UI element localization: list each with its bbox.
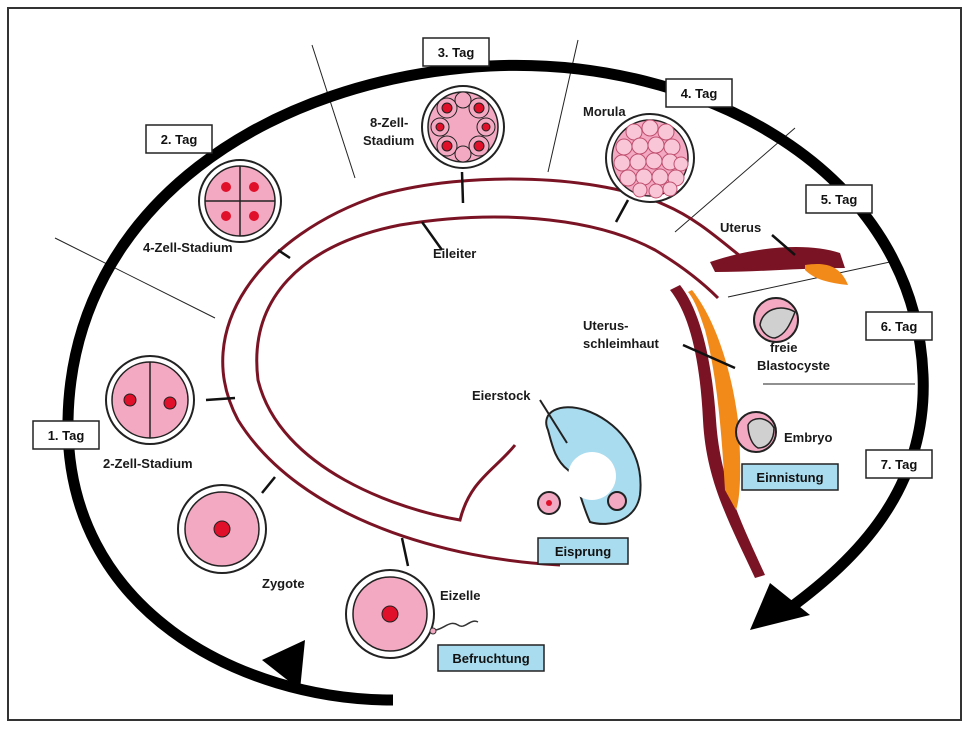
day-1-box: 1. Tag (33, 421, 99, 449)
day-2-box: 2. Tag (146, 125, 212, 153)
schleimhaut-label-line2: schleimhaut (583, 336, 660, 351)
ovary-follicle (608, 492, 626, 510)
eisprung-label: Eisprung (555, 544, 611, 559)
day-3-box: 3. Tag (423, 38, 489, 66)
day-2-label: 2. Tag (161, 132, 198, 147)
blastocyst-label-line1: freie (770, 340, 797, 355)
eight-cell-stage-label-line2: Stadium (363, 133, 414, 148)
two-cell-stage (106, 356, 194, 444)
sperm-tail (436, 621, 478, 630)
tube-inner-wall (257, 217, 718, 520)
day-1-label: 1. Tag (48, 428, 85, 443)
einnistung-box: Einnistung (742, 464, 838, 490)
day-4-box: 4. Tag (666, 79, 732, 107)
eight-cell-stage-label-line1: 8-Zell- (370, 115, 408, 130)
day-6-label: 6. Tag (881, 319, 918, 334)
zygote-label: Zygote (262, 576, 305, 591)
free-blastocyst (754, 298, 798, 342)
eierstock-label: Eierstock (472, 388, 531, 403)
befruchtung-box: Befruchtung (438, 645, 544, 671)
befruchtung-label: Befruchtung (452, 651, 529, 666)
morula-cell (606, 114, 694, 202)
four-cell-stage (199, 160, 281, 242)
four-cell-stage-label: 4-Zell-Stadium (143, 240, 233, 255)
day-5-box: 5. Tag (806, 185, 872, 213)
day-7-label: 7. Tag (881, 457, 918, 472)
day-6-box: 6. Tag (866, 312, 932, 340)
tube-outer-wall (223, 179, 748, 565)
einnistung-label: Einnistung (756, 470, 823, 485)
embryo-cell (736, 412, 776, 452)
day-3-label: 3. Tag (438, 45, 475, 60)
eileiter-label: Eileiter (433, 246, 476, 261)
ovary-follicle-cavity (568, 452, 616, 500)
day-7-box: 7. Tag (866, 450, 932, 478)
zygote-cell (178, 485, 266, 573)
eisprung-box: Eisprung (538, 538, 628, 564)
two-cell-stage-label: 2-Zell-Stadium (103, 456, 193, 471)
eight-cell-stage (422, 86, 504, 168)
blastocyst-label-line2: Blastocyste (757, 358, 830, 373)
released-egg-nucleus (546, 500, 552, 506)
embryo-label: Embryo (784, 430, 832, 445)
uterus-label: Uterus (720, 220, 761, 235)
sperm-head (430, 628, 436, 634)
day-4-label: 4. Tag (681, 86, 718, 101)
eizelle-label: Eizelle (440, 588, 480, 603)
schleimhaut-label-line1: Uterus- (583, 318, 629, 333)
day-5-label: 5. Tag (821, 192, 858, 207)
morula-label: Morula (583, 104, 626, 119)
